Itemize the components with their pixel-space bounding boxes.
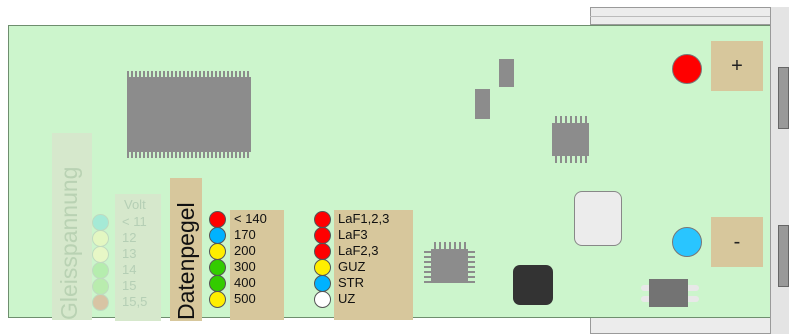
housing-bottom-rail	[590, 317, 789, 334]
gleisspannung-level-label: 14	[122, 262, 137, 277]
plus-label: +	[711, 41, 763, 91]
gleisspannung-level-label: 15	[122, 278, 137, 293]
datenpegel-level-label: 300	[234, 259, 256, 274]
main-ic-chip	[127, 71, 251, 158]
signal-label: STR	[338, 275, 364, 290]
datenpegel-level-label: 500	[234, 291, 256, 306]
gleisspannung-volt-pad	[115, 194, 161, 321]
signal-label: LaF2,3	[338, 243, 379, 258]
gleisspannung-title: Gleisspannung	[56, 166, 82, 320]
gleisspannung-title-pad	[52, 133, 92, 320]
gleisspannung-level-label: 15,5	[122, 294, 148, 309]
gleisspannung-level-led	[92, 214, 109, 231]
signal-label: UZ	[338, 291, 356, 306]
small-ic-chip	[552, 123, 589, 156]
minus-label: -	[711, 217, 763, 267]
signals-labels-pad	[334, 210, 413, 320]
datenpegel-level-led	[209, 275, 226, 292]
datenpegel-level-led	[209, 227, 226, 244]
datenpegel-level-led	[209, 291, 226, 308]
signal-led	[314, 275, 331, 292]
gleisspannung-level-label: 13	[122, 246, 137, 261]
gleisspannung-level-led	[92, 246, 109, 263]
signal-label: LaF3	[338, 227, 368, 242]
gleisspannung-level-label: 12	[122, 230, 137, 245]
datenpegel-level-led	[209, 211, 226, 228]
datenpegel-level-led	[209, 259, 226, 276]
housing-top-rail-line	[590, 16, 789, 17]
signal-led	[314, 243, 331, 260]
signal-led	[314, 291, 331, 308]
datenpegel-level-label: 400	[234, 275, 256, 290]
plus-led	[672, 54, 702, 84]
datenpegel-level-label: 170	[234, 227, 256, 242]
datenpegel-level-label: 200	[234, 243, 256, 258]
small-ic-chip	[431, 249, 468, 283]
smd-component	[475, 89, 490, 119]
black-component	[513, 265, 553, 305]
gleisspannung-level-led	[92, 278, 109, 295]
datenpegel-labels-pad	[230, 210, 284, 320]
signal-led	[314, 259, 331, 276]
signal-led	[314, 211, 331, 228]
datenpegel-level-label: < 140	[234, 211, 267, 226]
gleisspannung-level-led	[92, 230, 109, 247]
minus-led	[672, 227, 702, 257]
signal-label: GUZ	[338, 259, 366, 274]
gleisspannung-level-led	[92, 294, 109, 311]
connector-top	[778, 67, 789, 129]
connector-bottom	[778, 225, 789, 287]
smd-component	[499, 59, 514, 87]
gleisspannung-level-led	[92, 262, 109, 279]
signal-led	[314, 227, 331, 244]
datenpegel-title: Datenpegel	[173, 202, 199, 320]
datenpegel-title-pad	[170, 178, 202, 321]
datenpegel-level-led	[209, 243, 226, 260]
signal-label: LaF1,2,3	[338, 211, 390, 226]
gleisspannung-level-label: < 11	[122, 214, 147, 229]
white-component	[574, 191, 622, 246]
diode-component	[649, 279, 688, 307]
gleisspannung-unit: Volt	[124, 197, 146, 212]
